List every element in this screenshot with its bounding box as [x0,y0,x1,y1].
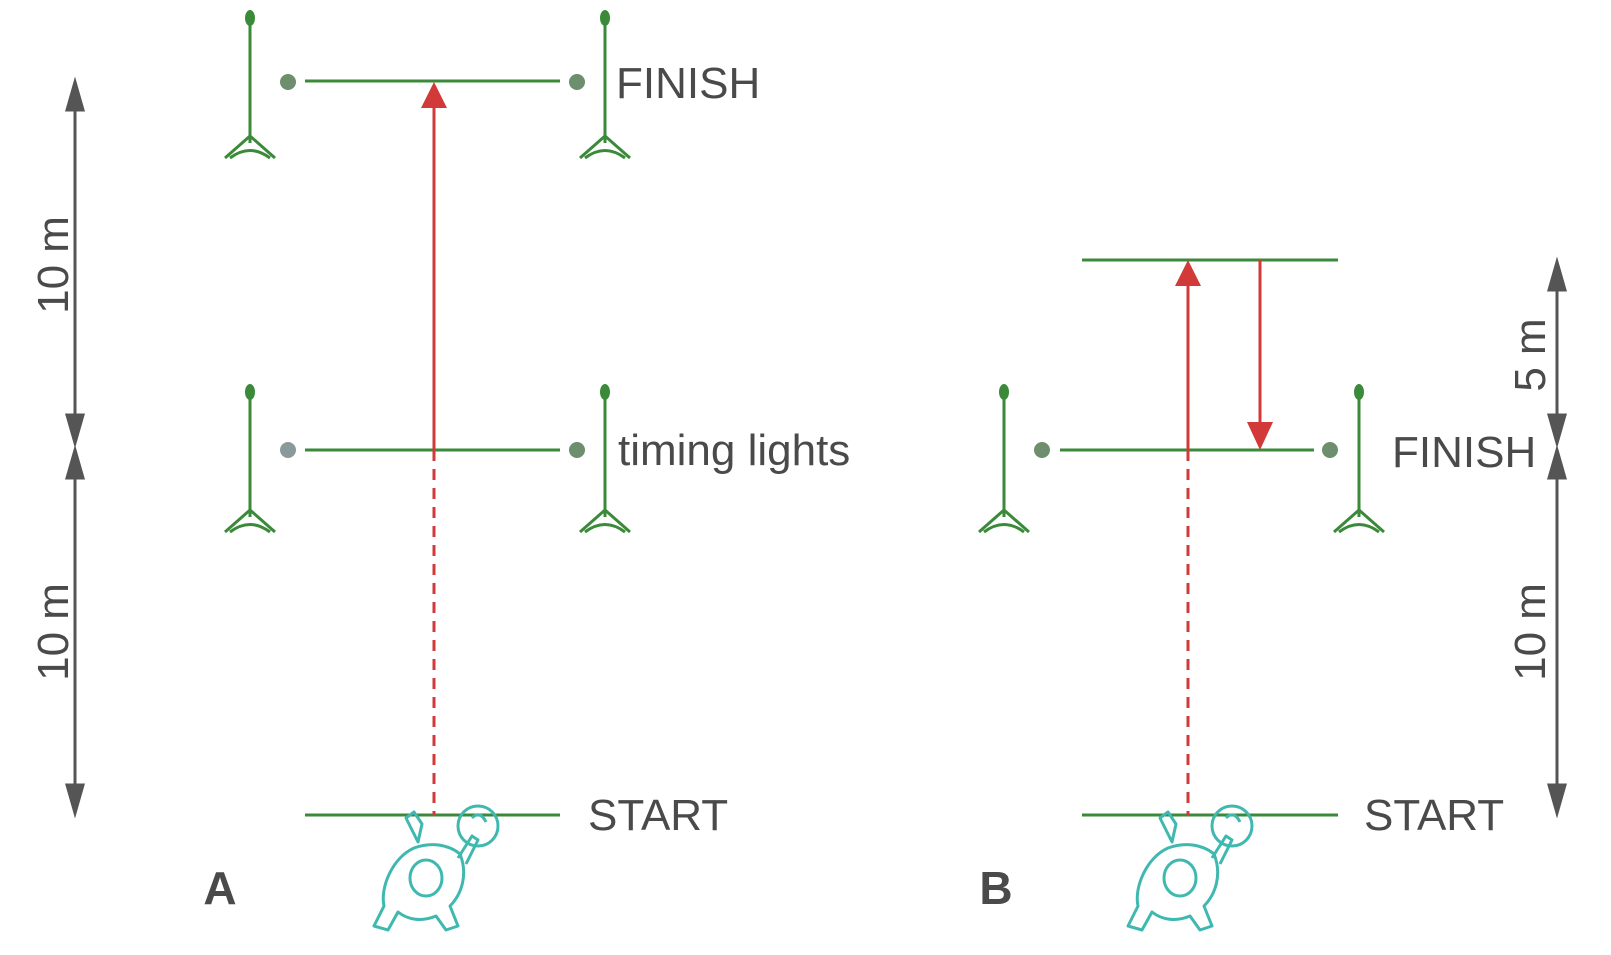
dimension-upper-a [65,76,85,449]
panel-a: 10 m 10 m FINISH timing lights START A [29,8,850,932]
player-icon [1126,804,1254,932]
timing-lights-label: timing lights [618,426,850,475]
dimension-upper-b [1547,256,1567,449]
distance-upper-label-a: 10 m [29,216,78,314]
tripod-icon [223,8,277,160]
panel-letter-a: A [203,862,236,914]
finish-gate-b [977,382,1386,534]
timing-light-icon [280,74,296,90]
arrow-up-icon [1175,260,1201,286]
distance-lower-label-a: 10 m [29,583,78,681]
dimension-lower-b [1547,444,1567,819]
timing-light-icon [1322,442,1338,458]
panel-b: 5 m 10 m FINISH START B [977,256,1567,932]
arrow-down-icon [1247,422,1273,450]
finish-label-b: FINISH [1392,428,1536,477]
finish-label-a: FINISH [616,59,760,108]
timing-gate-a [223,382,632,534]
start-label-a: START [588,791,728,840]
timing-light-icon [569,442,585,458]
dimension-lower-a [65,444,85,819]
tripod-icon [1332,382,1386,534]
panel-letter-b: B [979,862,1012,914]
timing-light-icon [280,442,296,458]
arrow-up-icon [421,82,447,108]
distance-upper-label-b: 5 m [1506,318,1555,391]
tripod-icon [977,382,1031,534]
timing-light-icon [1034,442,1050,458]
tripod-icon [223,382,277,534]
finish-gate-a [223,8,632,160]
timing-light-icon [569,74,585,90]
start-label-b: START [1364,791,1504,840]
player-icon [372,804,500,932]
distance-lower-label-b: 10 m [1506,583,1555,681]
